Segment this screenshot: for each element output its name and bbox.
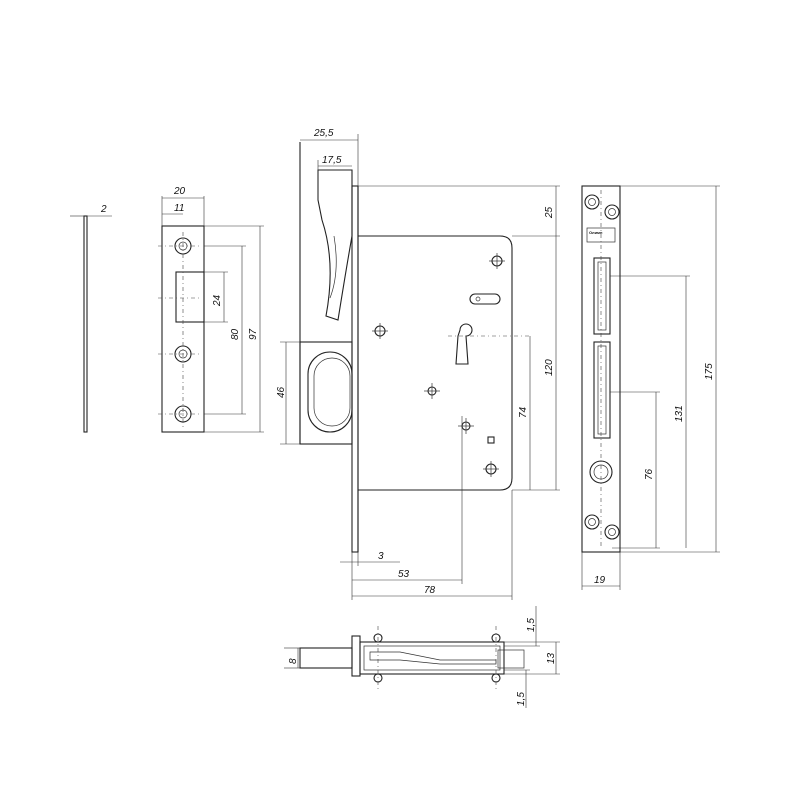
screw-hole-left <box>372 323 388 339</box>
dim-strike-width: 20 <box>173 186 186 197</box>
bottom-view: 8 13 1,5 1,5 <box>284 606 560 708</box>
keyhole <box>455 323 473 365</box>
dim-strike-height: 97 <box>248 328 259 340</box>
guide-slot <box>469 293 501 305</box>
faceplate-view: Олимп 19 76 131 175 <box>581 185 720 590</box>
screw-hole-low <box>458 418 474 434</box>
dim-lock-depth: 25,5 <box>313 128 334 139</box>
dim-body-height: 120 <box>544 359 555 376</box>
dim-strike-inner: 11 <box>174 203 184 214</box>
dim-strike-holes: 80 <box>230 328 241 340</box>
dim-faceplate-width: 19 <box>594 575 606 586</box>
dim-lower-slot: 76 <box>644 468 655 480</box>
screw-hole-top <box>489 253 505 269</box>
dim-faceplate-height: 175 <box>704 363 715 380</box>
faceplate-brand: Олимп <box>589 230 603 235</box>
strike-plate-view: 20 11 24 80 97 <box>158 186 264 433</box>
dim-plate-thickness: 2 <box>100 204 107 215</box>
dim-hook-depth: 17,5 <box>322 155 342 166</box>
dim-bottom-gap: 1,5 <box>516 692 527 706</box>
dim-body-depth: 78 <box>424 585 436 596</box>
dim-handle-height: 46 <box>276 386 287 398</box>
dim-faceplate-offset: 3 <box>378 551 384 562</box>
dim-top-gap: 1,5 <box>526 618 537 632</box>
dim-hole-spacing: 131 <box>674 405 685 422</box>
dim-backset: 53 <box>398 569 410 580</box>
thin-plate-view: 2 <box>70 204 112 433</box>
screw-hole-mid <box>424 383 440 399</box>
lock-body-view: 25,5 17,5 46 25 120 74 3 53 78 <box>276 128 560 600</box>
dim-key-to-hook: 74 <box>518 406 529 418</box>
dim-top-offset: 25 <box>544 206 555 219</box>
dim-body-thickness: 13 <box>546 652 557 664</box>
dim-bolt-width: 8 <box>288 658 299 664</box>
screw-hole-bottom <box>483 461 499 477</box>
dim-strike-slot: 24 <box>212 294 223 307</box>
